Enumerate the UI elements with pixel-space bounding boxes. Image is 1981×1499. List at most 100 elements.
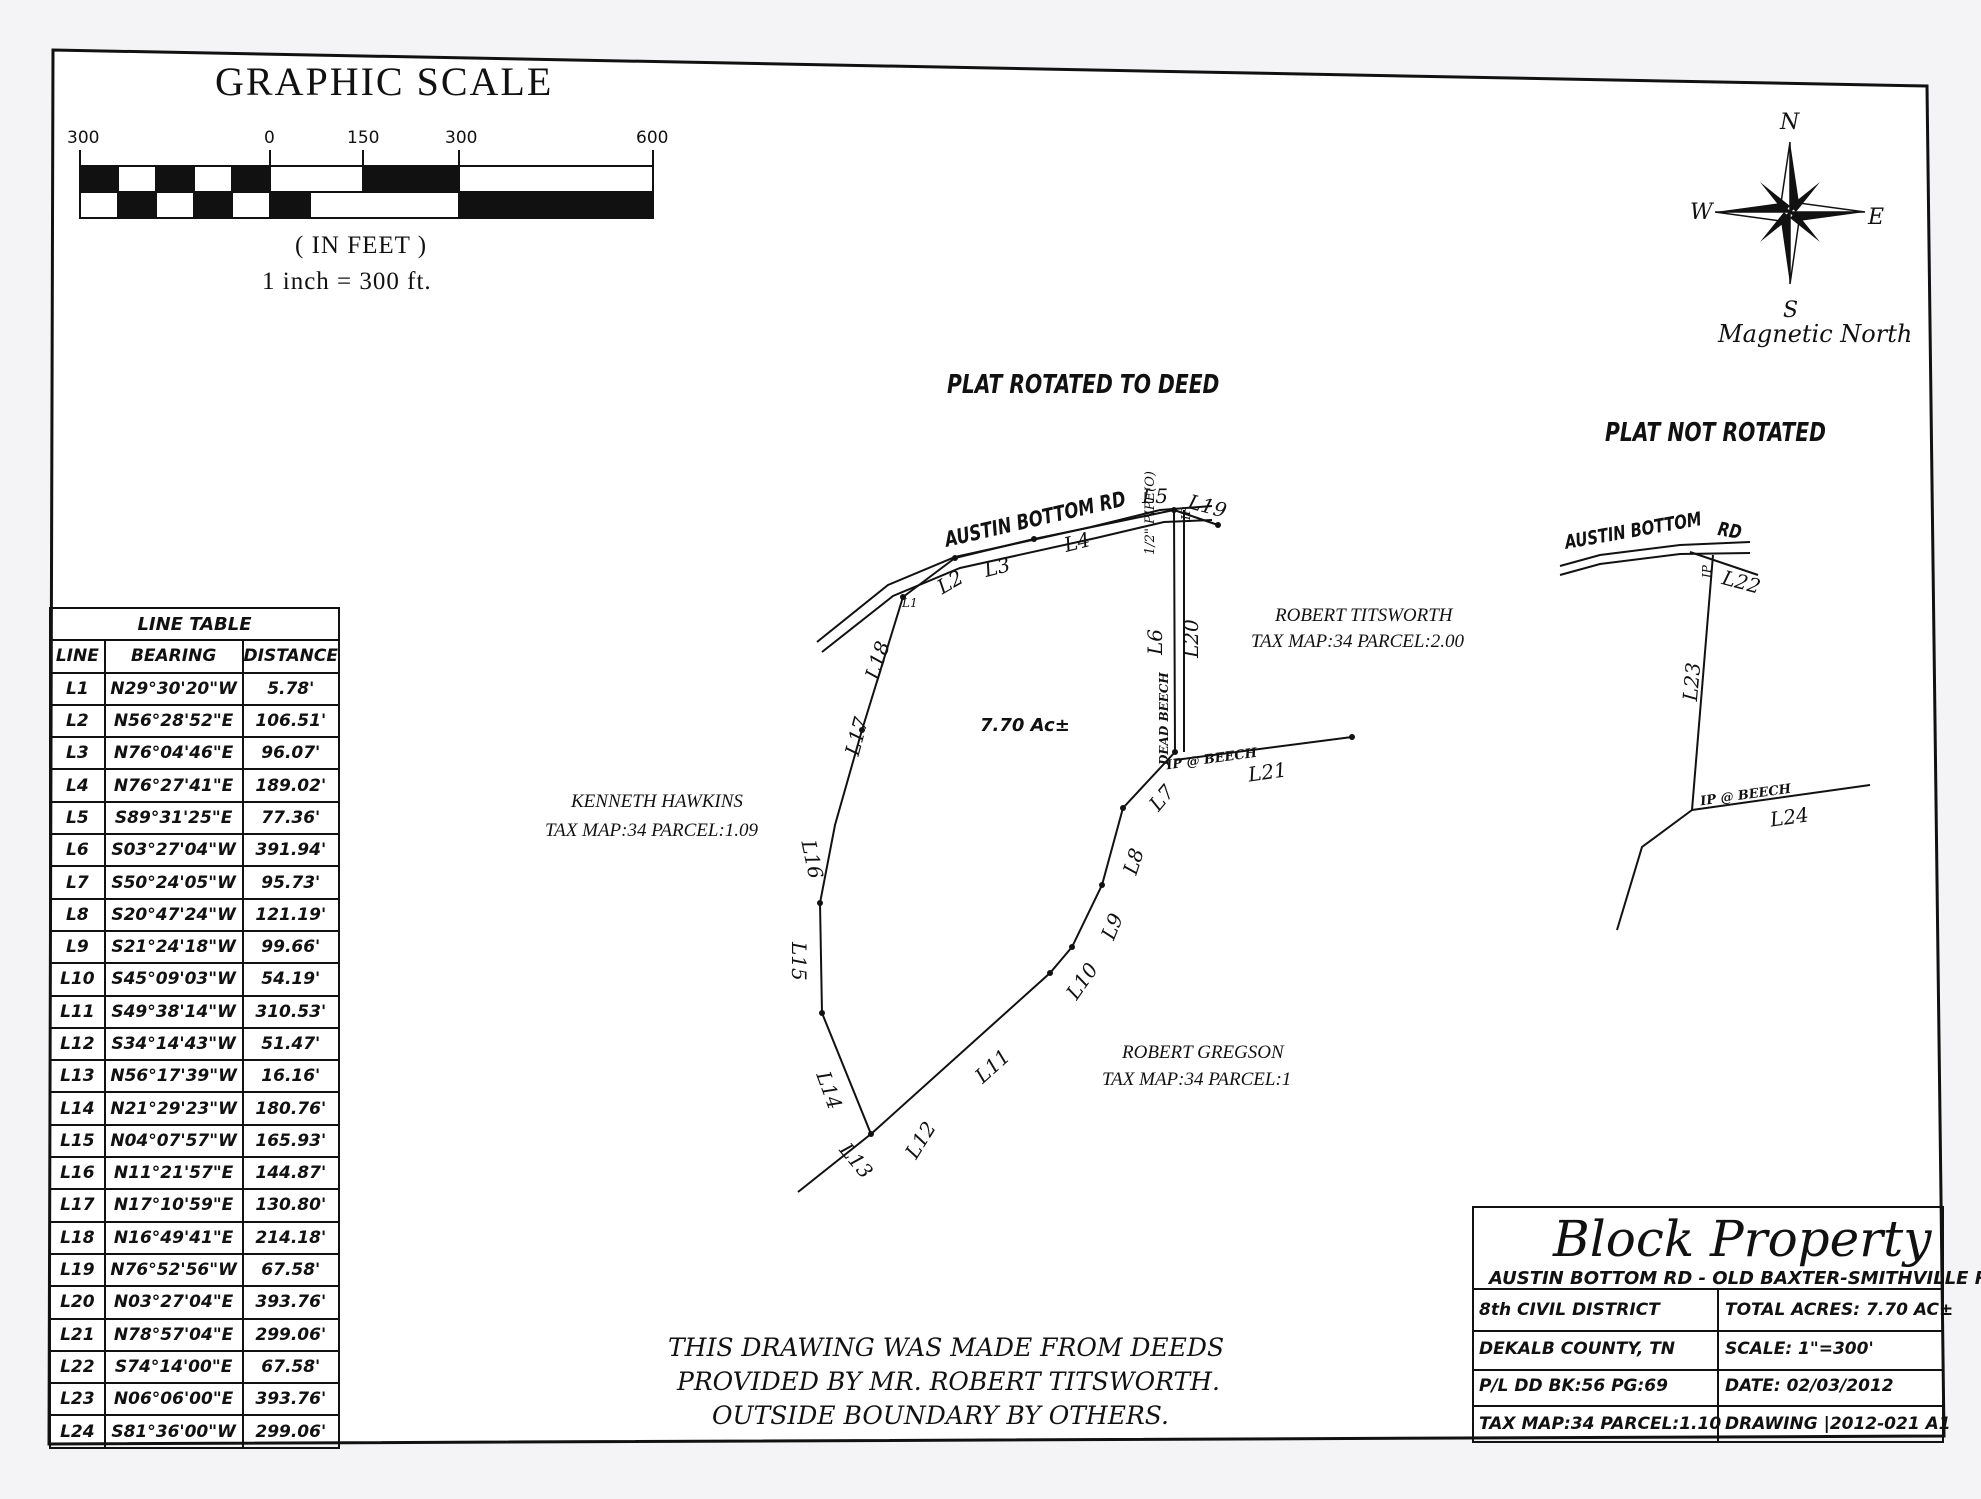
distance-cell: 121.19' xyxy=(241,897,341,932)
line-l21 xyxy=(1174,736,1353,761)
heading-plat-rotated: PLAT ROTATED TO DEED xyxy=(947,370,1220,400)
bearing-cell: S03°27'04"W xyxy=(103,833,244,868)
line-cell: L18 xyxy=(49,1220,106,1255)
line-cell: L5 xyxy=(49,800,106,836)
scale-bar xyxy=(79,150,654,219)
distance-cell: 310.53' xyxy=(241,994,341,1029)
line-label-l5: L5 xyxy=(1142,484,1169,508)
bearing-cell: N17°10'59"E xyxy=(103,1188,244,1223)
line-l22 xyxy=(1689,551,1759,576)
bearing-cell: N03°27'04"E xyxy=(103,1285,244,1320)
title-block-subtitle: AUSTIN BOTTOM RD - OLD BAXTER-SMITHVILLE… xyxy=(1489,1268,1981,1289)
line-table-header-distance: DISTANCE xyxy=(241,639,341,674)
line-cell: L20 xyxy=(49,1285,106,1320)
distance-cell: 130.80' xyxy=(241,1188,341,1223)
title-block-deed: P/L DD BK:56 PG:69 xyxy=(1479,1376,1668,1396)
line-cell: L3 xyxy=(49,736,106,771)
title-block-scale: SCALE: 1"=300' xyxy=(1725,1339,1874,1359)
line-l23 xyxy=(1691,554,1714,811)
bearing-cell: N21°29'23"W xyxy=(103,1091,244,1126)
title-block-date: DATE: 02/03/2012 xyxy=(1725,1376,1894,1396)
line-cell: L23 xyxy=(49,1382,106,1417)
note-line-3: OUTSIDE BOUNDARY BY OTHERS. xyxy=(712,1401,1169,1430)
line-l19 xyxy=(1173,509,1219,526)
road-austin-bottom-edge-b2 xyxy=(1559,552,1751,576)
distance-cell: 54.19' xyxy=(241,962,341,997)
bearing-cell: N56°28'52"E xyxy=(103,703,244,739)
neighbor-gregson-name: ROBERT GREGSON xyxy=(1122,1042,1284,1063)
bearing-cell: N76°04'46"E xyxy=(103,736,244,771)
line-label-l20: L20 xyxy=(1179,619,1203,658)
bearing-cell: N29°30'20"W xyxy=(103,671,244,706)
line-unrotated-extension xyxy=(1616,809,1693,931)
scale-tick-300-left: 300 xyxy=(67,128,100,148)
title-block-district: 8th CIVIL DISTRICT xyxy=(1479,1300,1660,1320)
road-suffix-unrotated: RD xyxy=(1716,518,1744,544)
neighbor-titsworth-name: ROBERT TITSWORTH xyxy=(1275,605,1453,626)
distance-cell: 5.78' xyxy=(241,671,341,706)
neighbor-gregson-map: TAX MAP:34 PARCEL:1 xyxy=(1102,1069,1292,1090)
line-cell: L2 xyxy=(49,703,106,739)
distance-cell: 67.58' xyxy=(241,1252,341,1288)
dead-beech-label: DEAD BEECH xyxy=(1157,672,1171,765)
bearing-cell: S21°24'18"W xyxy=(103,929,244,965)
bearing-cell: S20°47'24"W xyxy=(103,897,244,932)
neighbor-titsworth-map: TAX MAP:34 PARCEL:2.00 xyxy=(1251,631,1465,652)
bearing-cell: S49°38'14"W xyxy=(103,994,244,1029)
line-cell: L22 xyxy=(49,1349,106,1385)
road-austin-bottom-edge-2 xyxy=(821,519,1213,653)
line-table-caption: LINE TABLE xyxy=(49,606,340,642)
distance-cell: 180.76' xyxy=(241,1091,341,1126)
neighbor-hawkins-name: KENNETH HAWKINS xyxy=(571,791,743,812)
line-cell: L1 xyxy=(49,671,106,706)
distance-cell: 393.76' xyxy=(241,1382,341,1417)
line-label-l6: L6 xyxy=(1143,628,1167,655)
acreage-label: 7.70 Ac± xyxy=(980,715,1070,736)
line-cell: L16 xyxy=(49,1156,106,1191)
neighbor-hawkins-map: TAX MAP:34 PARCEL:1.09 xyxy=(545,820,759,841)
line-cell: L21 xyxy=(49,1317,106,1352)
heading-plat-not-rotated: PLAT NOT ROTATED xyxy=(1605,418,1826,448)
distance-cell: 96.07' xyxy=(241,736,341,771)
compass-rose-icon xyxy=(1714,141,1866,285)
compass-n-label: N xyxy=(1780,110,1800,135)
scale-tick-300: 300 xyxy=(445,128,478,148)
compass-w-label: W xyxy=(1690,200,1713,225)
bearing-cell: N76°52'56"W xyxy=(103,1252,244,1288)
note-line-2: PROVIDED BY MR. ROBERT TITSWORTH. xyxy=(677,1367,1220,1396)
distance-cell: 391.94' xyxy=(241,833,341,868)
line-cell: L24 xyxy=(49,1414,106,1449)
line-label-l23: L23 xyxy=(1678,661,1706,703)
unrotated-plat xyxy=(1559,541,1871,931)
bearing-cell: N76°27'41"E xyxy=(103,768,244,803)
bearing-cell: S34°14'43"W xyxy=(103,1026,244,1062)
note-line-1: THIS DRAWING WAS MADE FROM DEEDS xyxy=(668,1333,1225,1362)
distance-cell: 299.06' xyxy=(241,1317,341,1352)
distance-cell: 99.66' xyxy=(241,929,341,965)
scale-ratio: 1 inch = 300 ft. xyxy=(262,268,432,295)
distance-cell: 393.76' xyxy=(241,1285,341,1320)
distance-cell: 106.51' xyxy=(241,703,341,739)
